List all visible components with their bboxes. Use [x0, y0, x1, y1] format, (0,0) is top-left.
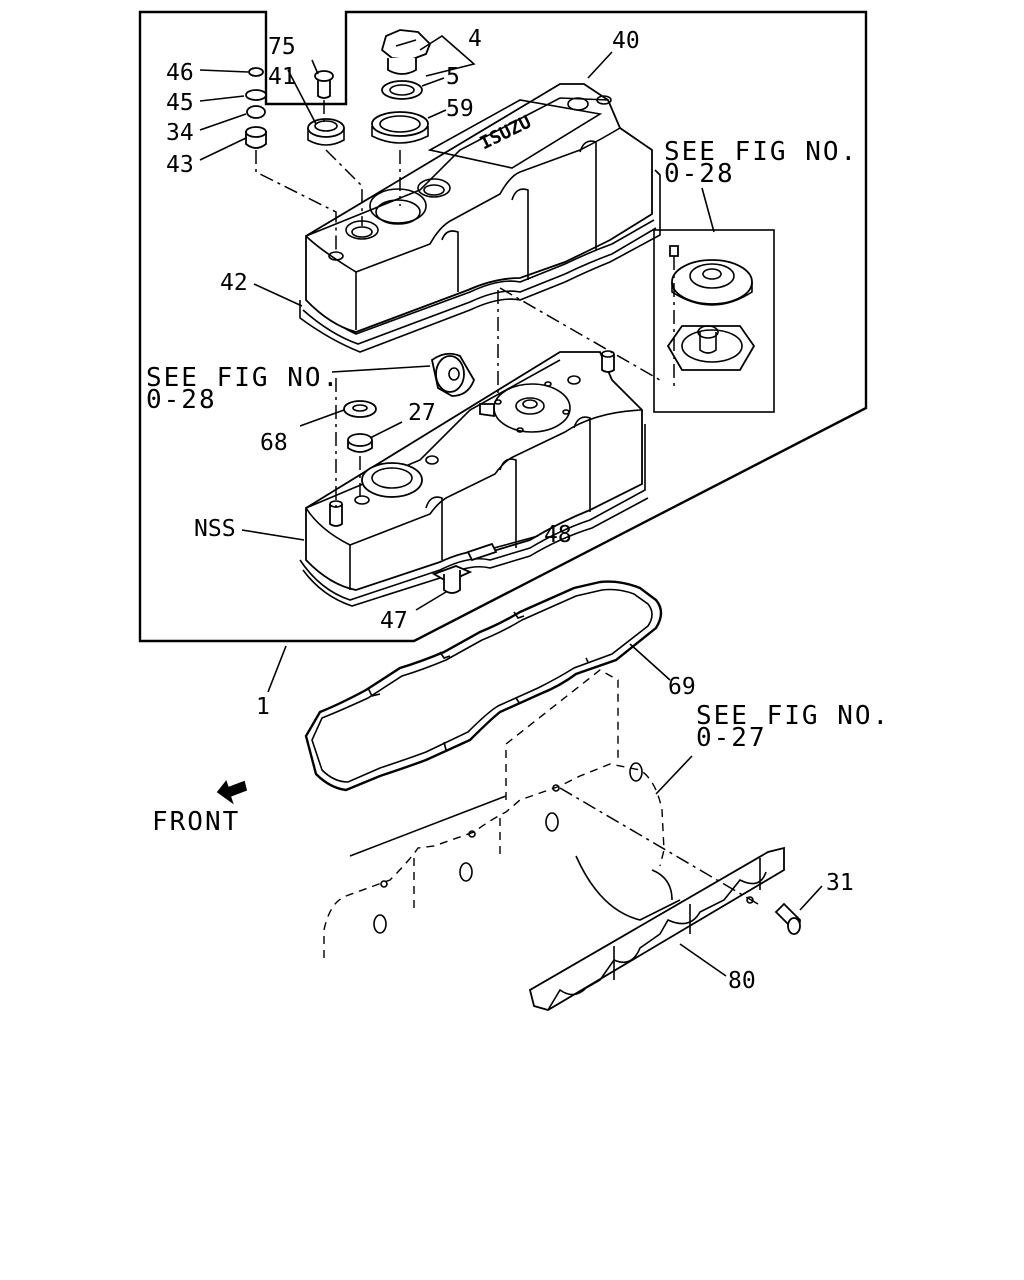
- assembly-boundary: [138, 10, 868, 643]
- callout-46: 46: [166, 60, 194, 86]
- callout-40: 40: [612, 28, 640, 54]
- ref-fig-028-a-line2: 0-28: [664, 159, 735, 189]
- grommet-27: [347, 433, 373, 447]
- callout-69: 69: [668, 674, 696, 700]
- rocker-cover-lower: [299, 350, 649, 607]
- callout-4: 4: [468, 26, 482, 52]
- callout-45: 45: [166, 90, 194, 116]
- callout-5: 5: [446, 64, 460, 90]
- callout-80: 80: [728, 968, 756, 994]
- callout-47: 47: [380, 608, 408, 634]
- ref-fig-028-b-line2: 0-28: [146, 385, 217, 415]
- cylinder-head-outline: [323, 669, 681, 958]
- rocker-cover-upper: ISUZU: [299, 83, 661, 353]
- grommet-43: [245, 126, 267, 138]
- bracket-48: [466, 542, 498, 562]
- callout-43: 43: [166, 152, 194, 178]
- heat-shield-80: [528, 846, 785, 1011]
- callout-34: 34: [166, 120, 194, 146]
- front-label: FRONT: [152, 807, 240, 837]
- callout-42: 42: [220, 270, 248, 296]
- head-gasket-69: [304, 580, 663, 792]
- ref-fig-027-line2: 0-27: [696, 723, 767, 753]
- callout-31: 31: [826, 870, 854, 896]
- washer-45: [245, 89, 267, 101]
- small-parts-stack: [245, 29, 432, 149]
- washer-68: [343, 400, 377, 418]
- leader-lines: [199, 35, 823, 977]
- callout-nss: NSS: [194, 516, 236, 542]
- callout-48: 48: [544, 522, 572, 548]
- washer-34: [246, 105, 266, 119]
- pcv-inset: [653, 229, 775, 413]
- front-arrow-icon: [216, 780, 248, 805]
- ref-fig-028-a-line1: SEE FIG NO.: [664, 137, 858, 167]
- callout-1: 1: [256, 694, 270, 720]
- callout-27: 27: [408, 400, 436, 426]
- ref-fig-027-line1: SEE FIG NO.: [696, 701, 890, 731]
- callout-41: 41: [268, 64, 296, 90]
- ref-fig-028-b-line1: SEE FIG NO.: [146, 363, 340, 393]
- nut-46: [248, 67, 264, 77]
- callout-59: 59: [446, 96, 474, 122]
- callout-68: 68: [260, 430, 288, 456]
- callout-75: 75: [268, 34, 296, 60]
